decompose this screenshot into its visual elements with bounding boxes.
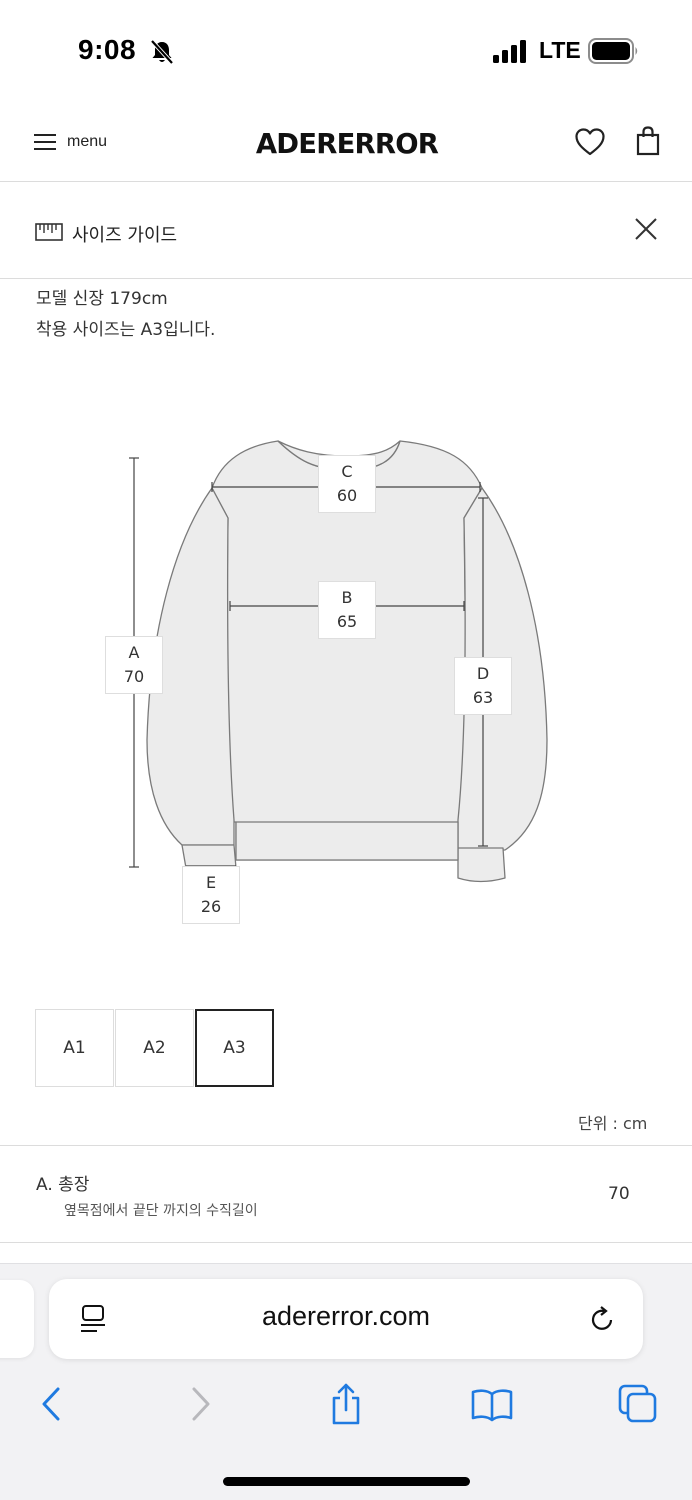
close-icon[interactable] xyxy=(634,217,658,241)
status-bar: 9:08 LTE xyxy=(0,0,692,100)
heart-icon[interactable] xyxy=(574,127,606,157)
book-icon xyxy=(471,1389,513,1422)
menu-label: menu xyxy=(67,133,108,150)
size-guide-bar: 사이즈 가이드 xyxy=(0,183,692,279)
tabs-button[interactable] xyxy=(616,1382,660,1426)
network-type: LTE xyxy=(539,37,581,63)
browser-toolbar xyxy=(0,1374,692,1434)
share-button[interactable] xyxy=(324,1382,368,1426)
previous-tab-preview[interactable] xyxy=(0,1280,34,1358)
tabs-icon xyxy=(618,1384,657,1423)
size-tab-a1[interactable]: A1 xyxy=(35,1009,114,1087)
shopping-bag-icon[interactable] xyxy=(636,126,660,156)
measurement-description: 옆목점에서 끝단 까지의 수직길이 xyxy=(64,1203,258,1219)
home-indicator xyxy=(223,1477,470,1486)
cellular-signal-icon xyxy=(493,40,526,63)
chevron-right-icon xyxy=(192,1387,210,1421)
model-info: 모델 신장 179cm 착용 사이즈는 A3입니다. xyxy=(36,284,215,346)
brand-logo[interactable]: ADERERROR xyxy=(255,127,439,160)
reload-icon[interactable] xyxy=(589,1303,617,1335)
measurement-name: A. 총장 xyxy=(36,1175,90,1195)
page-menu-icon[interactable] xyxy=(79,1303,107,1335)
model-height: 모델 신장 179cm xyxy=(36,289,168,309)
sweatshirt-illustration xyxy=(129,440,548,883)
battery-icon xyxy=(588,38,638,64)
size-tab-a3[interactable]: A3 xyxy=(195,1009,274,1087)
url-text: adererror.com xyxy=(261,1301,431,1331)
site-header: menu ADERERROR xyxy=(0,100,692,182)
bookmarks-button[interactable] xyxy=(470,1382,514,1426)
browser-chrome: adererror.com xyxy=(0,1263,692,1500)
bell-muted-icon xyxy=(150,39,174,65)
worn-size: 착용 사이즈는 A3입니다. xyxy=(36,320,216,340)
measurement-value: 70 xyxy=(608,1184,630,1204)
forward-button[interactable] xyxy=(179,1382,223,1426)
share-icon xyxy=(332,1383,360,1425)
size-tab-a2[interactable]: A2 xyxy=(115,1009,194,1087)
ruler-icon xyxy=(35,223,63,241)
unit-label: 단위 : cm xyxy=(578,1114,648,1133)
back-button[interactable] xyxy=(29,1382,73,1426)
address-bar[interactable]: adererror.com xyxy=(49,1279,643,1359)
chevron-left-icon xyxy=(42,1387,60,1421)
measurement-row: A. 총장 옆목점에서 끝단 까지의 수직길이 70 xyxy=(0,1145,692,1243)
status-time: 9:08 xyxy=(78,34,137,65)
size-guide-title: 사이즈 가이드 xyxy=(72,225,178,246)
size-selector: A1 A2 A3 xyxy=(35,1009,275,1089)
hamburger-icon xyxy=(34,134,56,150)
menu-button[interactable]: menu xyxy=(34,128,107,156)
